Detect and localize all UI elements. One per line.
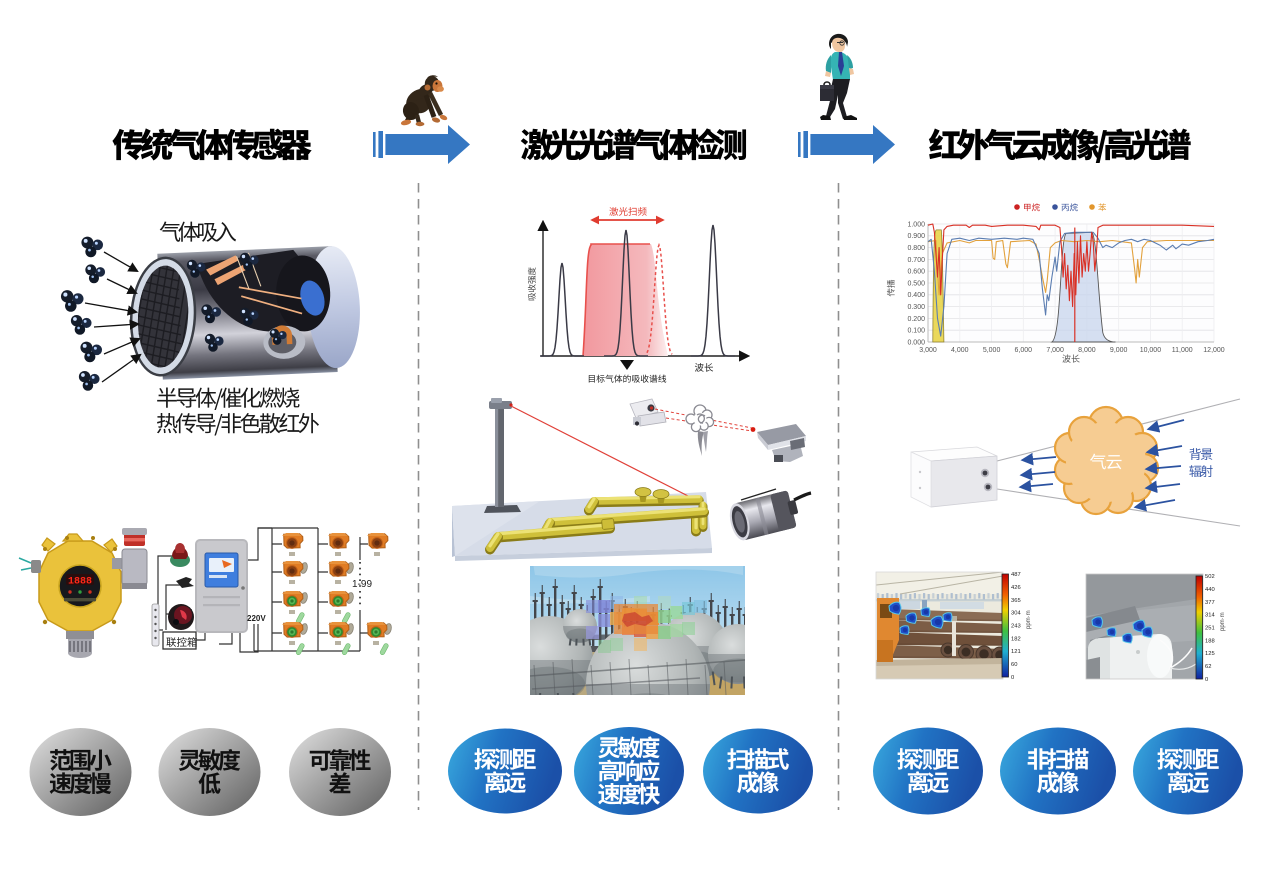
svg-text:0.600: 0.600 xyxy=(907,269,925,276)
svg-text:0.700: 0.700 xyxy=(907,257,925,264)
svg-text:243: 243 xyxy=(1011,624,1021,630)
svg-text:0: 0 xyxy=(1205,677,1208,683)
svg-text:121: 121 xyxy=(1011,649,1021,655)
svg-text:440: 440 xyxy=(1205,587,1215,593)
svg-text:188: 188 xyxy=(1205,638,1215,644)
svg-text:9,000: 9,000 xyxy=(1110,347,1128,354)
svg-text:0.000: 0.000 xyxy=(907,339,925,346)
svg-text:ppm·m: ppm·m xyxy=(1026,610,1032,629)
svg-text:6,000: 6,000 xyxy=(1015,347,1033,354)
svg-text:0: 0 xyxy=(1011,675,1014,681)
svg-text:220V: 220V xyxy=(247,614,266,623)
svg-text:1.000: 1.000 xyxy=(907,221,925,228)
svg-text:182: 182 xyxy=(1011,636,1021,642)
svg-text:62: 62 xyxy=(1205,664,1211,670)
svg-text:502: 502 xyxy=(1205,574,1215,580)
svg-text:0.400: 0.400 xyxy=(907,292,925,299)
svg-text:125: 125 xyxy=(1205,651,1215,657)
svg-text:251: 251 xyxy=(1205,626,1215,632)
svg-text:426: 426 xyxy=(1011,585,1021,591)
svg-text:0.500: 0.500 xyxy=(907,280,925,287)
svg-text:11,000: 11,000 xyxy=(1172,347,1193,354)
svg-text:487: 487 xyxy=(1011,572,1021,578)
svg-text:365: 365 xyxy=(1011,598,1021,604)
svg-text:304: 304 xyxy=(1011,611,1021,617)
svg-text:60: 60 xyxy=(1011,662,1017,668)
svg-text:10,000: 10,000 xyxy=(1140,347,1162,354)
svg-text:ppm·m: ppm·m xyxy=(1220,612,1226,631)
svg-text:0.900: 0.900 xyxy=(907,233,925,240)
svg-text:314: 314 xyxy=(1205,613,1215,619)
svg-text:1888: 1888 xyxy=(68,577,92,588)
svg-text:0.300: 0.300 xyxy=(907,304,925,311)
svg-text:5,000: 5,000 xyxy=(983,347,1001,354)
svg-text:4,000: 4,000 xyxy=(951,347,969,354)
svg-text:1-99: 1-99 xyxy=(352,579,372,590)
svg-text:3,000: 3,000 xyxy=(919,347,937,354)
svg-text:7,000: 7,000 xyxy=(1046,347,1064,354)
svg-text:377: 377 xyxy=(1205,600,1215,606)
svg-text:0.100: 0.100 xyxy=(907,328,925,335)
svg-text:0.200: 0.200 xyxy=(907,316,925,323)
svg-text:12,000: 12,000 xyxy=(1203,347,1225,354)
svg-text:8,000: 8,000 xyxy=(1078,347,1096,354)
svg-text:0.800: 0.800 xyxy=(907,245,925,252)
